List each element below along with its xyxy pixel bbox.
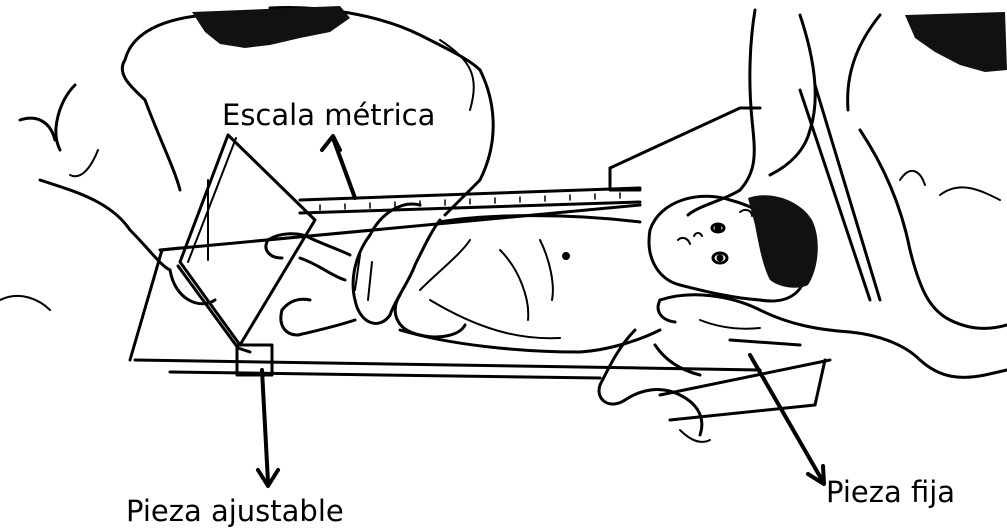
metric-scale-label: Escala métrica — [222, 101, 435, 130]
arrow-metric-scale — [322, 136, 355, 198]
fixed-piece-label: Pieza fija — [826, 478, 955, 507]
arrow-adjustable-piece — [258, 370, 278, 486]
adjustable-piece-label: Pieza ajustable — [126, 497, 344, 526]
fixed-piece — [610, 85, 880, 300]
right-adult-hair — [905, 12, 1007, 72]
measuring-board — [130, 205, 830, 420]
arrow-fixed-piece — [750, 355, 824, 484]
baby-hair — [748, 195, 818, 287]
right-adult — [658, 10, 1007, 377]
adjustable-piece — [178, 135, 315, 375]
left-adult-hair — [192, 6, 350, 48]
left-adult — [0, 7, 493, 323]
